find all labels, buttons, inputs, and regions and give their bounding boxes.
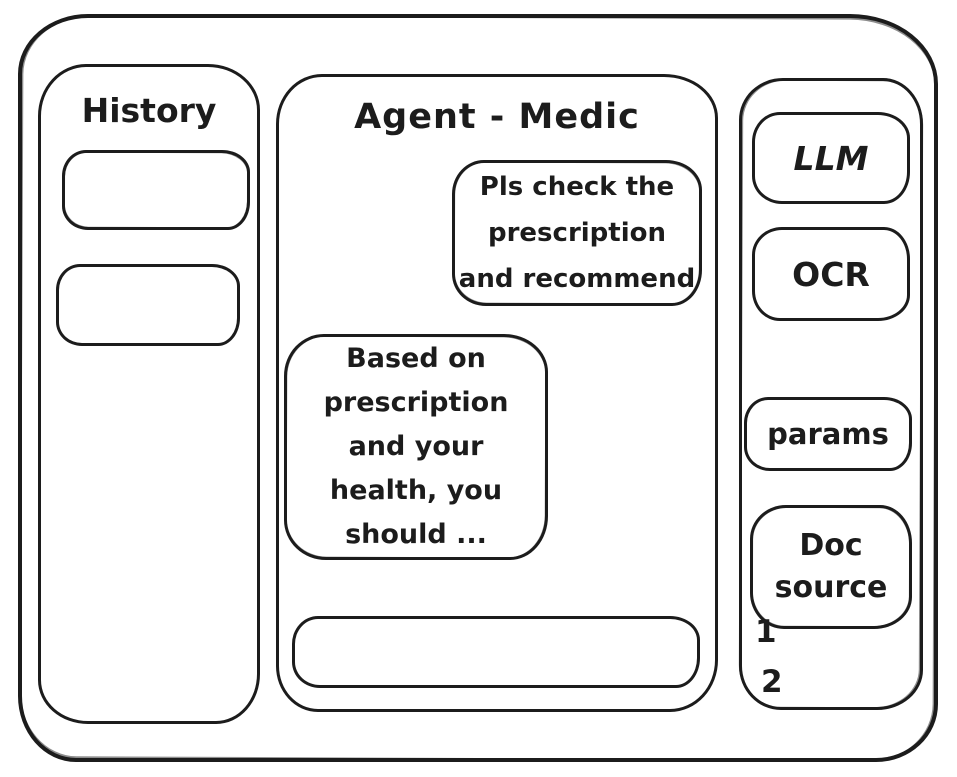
ocr-button[interactable]: OCR <box>752 227 910 321</box>
params-button[interactable]: params <box>744 397 912 471</box>
doc-source-item-1[interactable]: 1 <box>755 614 777 650</box>
history-item[interactable] <box>56 264 240 346</box>
doc-source-item-2[interactable]: 2 <box>761 664 783 700</box>
chat-title: Agent - Medic <box>354 97 640 137</box>
llm-button[interactable]: LLM <box>752 112 910 204</box>
history-item[interactable] <box>62 150 250 230</box>
user-message-bubble: Pls check the prescription and recommend <box>452 160 702 306</box>
chat-input[interactable] <box>292 616 700 688</box>
assistant-message-bubble: Based on prescription and your health, y… <box>284 334 548 560</box>
doc-source-button[interactable]: Doc source <box>750 505 912 629</box>
history-title: History <box>81 91 217 130</box>
